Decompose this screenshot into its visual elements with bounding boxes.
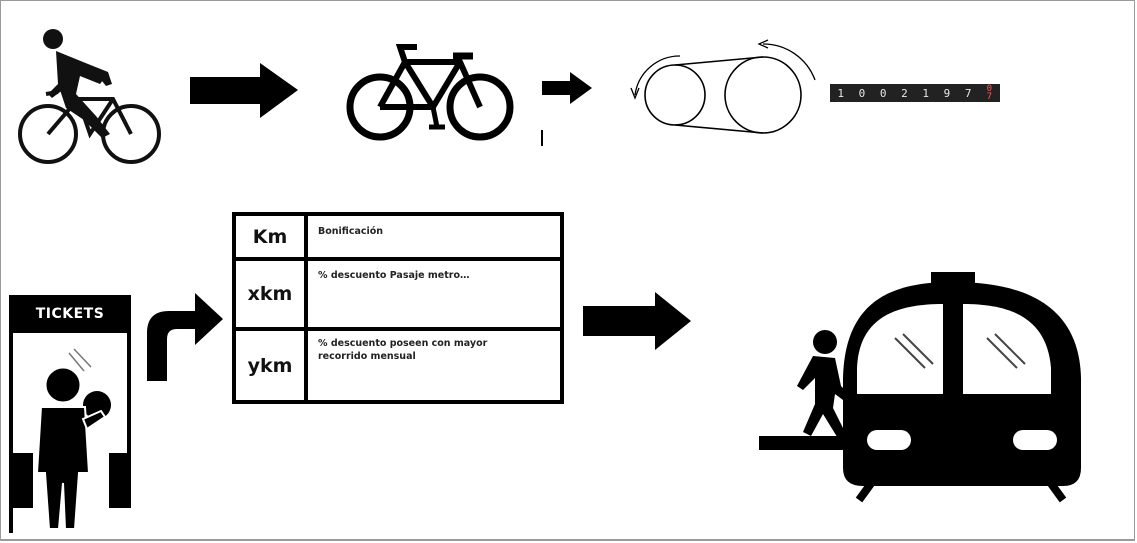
- odometer-digit: 9: [943, 86, 951, 100]
- table-unit-cell: ykm: [236, 331, 308, 401]
- bent-arrow-icon: [147, 293, 223, 381]
- train-icon: [759, 272, 1081, 503]
- tickets-sign: TICKETS: [9, 295, 131, 333]
- odometer-digit: 2: [901, 86, 908, 100]
- cursor-mark: [541, 130, 543, 146]
- table-row: xkm % descuento Pasaje metro…: [236, 261, 560, 331]
- odometer-display: 1 0 0 2 1 9 7 0 7: [830, 84, 1000, 102]
- arrow-right-icon: [583, 292, 691, 350]
- table-text-cell: Bonificación: [318, 226, 384, 237]
- table-row: Km Bonificación: [236, 216, 560, 261]
- arrow-right-icon: [542, 72, 592, 104]
- odometer-digit-top: 0: [986, 84, 993, 94]
- discount-table: Km Bonificación xkm % descuento Pasaje m…: [232, 212, 564, 404]
- table-row: ykm % descuento poseen con mayor recorri…: [236, 331, 560, 401]
- odometer-digit: 1: [922, 86, 929, 100]
- odometer-digit: 7: [964, 86, 972, 100]
- odometer-digit-bottom: 7: [986, 92, 993, 102]
- odometer-digit: 0: [858, 86, 866, 100]
- passenger-icon: [759, 330, 855, 450]
- table-text-cell: % descuento Pasaje metro…: [318, 270, 470, 281]
- table-text-cell: % descuento poseen con mayor recorrido m…: [318, 338, 488, 362]
- arrow-right-icon: [190, 63, 298, 118]
- odometer-digit: 1: [837, 86, 844, 100]
- odometer-last-digit: 0 7: [982, 84, 996, 102]
- table-unit-cell: Km: [236, 216, 308, 257]
- bicycle-icon: [346, 44, 514, 141]
- cyclist-icon: [18, 29, 161, 164]
- odometer-digit: 0: [879, 86, 887, 100]
- table-unit-cell: xkm: [236, 261, 308, 327]
- pulley-icon: [630, 39, 816, 134]
- ticket-booth-icon: [9, 333, 131, 533]
